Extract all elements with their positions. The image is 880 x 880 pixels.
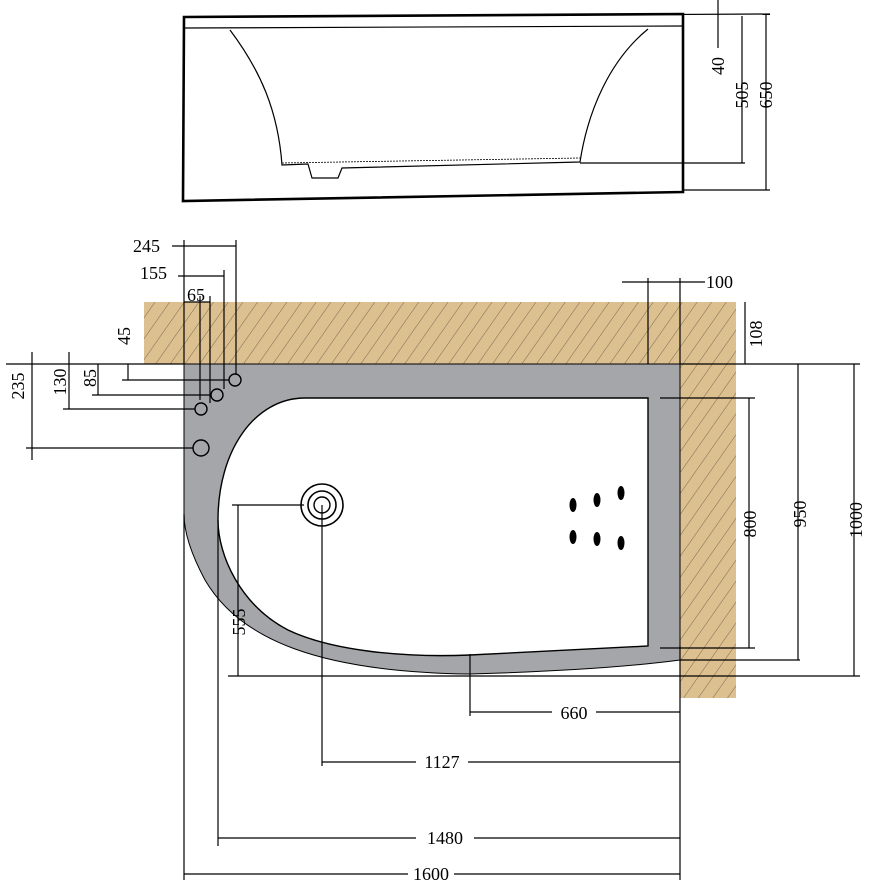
dim-label-555: 555 [229,609,249,636]
jet-icon [617,486,625,500]
dim-label-65: 65 [187,285,205,305]
dim-label-45: 45 [114,327,134,345]
jet-icon [593,493,601,507]
fitting-icon [192,439,210,457]
back-wall-hatch [144,302,736,364]
side-view-basin-profile [229,28,649,179]
dim-label-155: 155 [140,263,167,283]
dim-label-660: 660 [561,703,588,723]
dim-label-1600: 1600 [413,864,449,880]
dim-label-100: 100 [706,272,733,292]
tub-basin [217,397,649,657]
side-view-top-line [183,13,771,18]
side-view-outline [181,12,685,203]
jet-icon [617,536,625,550]
dim-label-800: 800 [740,511,760,538]
side-view: 40 505 650 [181,0,776,203]
dim-label-950: 950 [790,501,810,528]
dim-label-1127: 1127 [424,752,459,772]
dim-label-245: 245 [133,236,160,256]
dim-label-40: 40 [708,57,728,75]
jet-icon [569,498,577,512]
fitting-icon [228,373,242,387]
dim-label-108: 108 [746,321,766,348]
dim-label-505: 505 [732,82,752,109]
side-view-basin-floor [281,157,581,164]
fitting-icon [210,388,224,402]
dim-label-235: 235 [8,373,28,400]
jet-icon [593,532,601,546]
dim-label-1480: 1480 [427,828,463,848]
jet-icon [569,530,577,544]
fitting-icon [194,402,208,416]
fittings [192,373,242,457]
side-wall-hatch [680,302,736,698]
dim-label-1000: 1000 [846,502,866,538]
plan-view: 245 155 65 45 85 130 235 100 108 800 9 [6,236,866,880]
jets [569,486,625,550]
side-view-rim-line [183,25,684,29]
dim-label-85: 85 [80,369,100,387]
dim-label-650: 650 [756,82,776,109]
dim-label-130: 130 [50,369,70,396]
